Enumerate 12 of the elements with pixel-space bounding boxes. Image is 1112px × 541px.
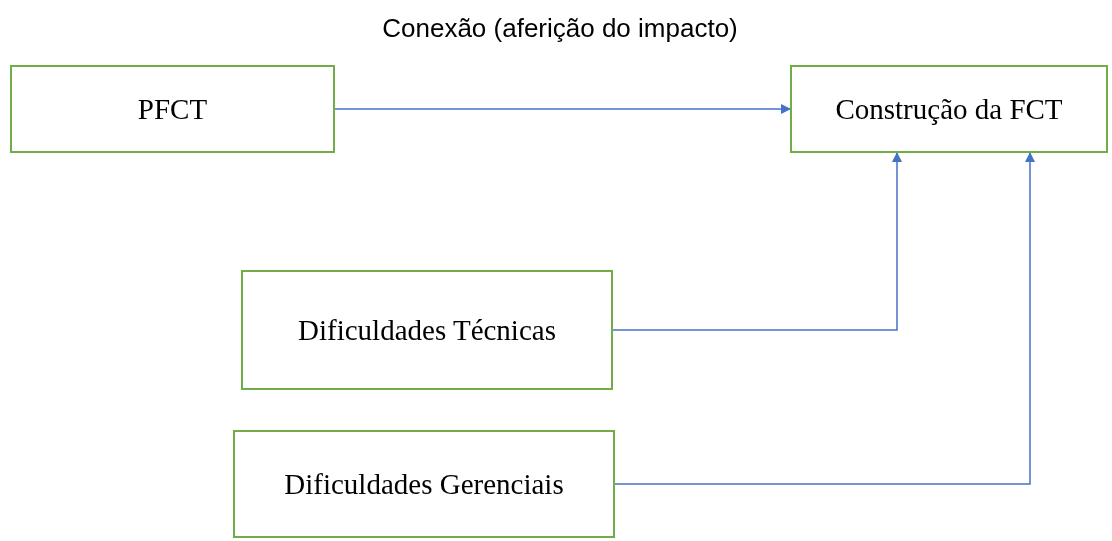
process-box [10, 65, 335, 153]
diagram-title: Conexão (aferição do impacto) [381, 12, 739, 45]
process-box [790, 65, 1108, 153]
arrow [612, 152, 902, 331]
box-label: Dificuldades Técnicas [298, 312, 556, 348]
box-label: Construção da FCT [835, 91, 1063, 127]
arrow [334, 104, 791, 114]
box-label: Dificuldades Gerenciais [284, 466, 564, 502]
box-label: PFCT [137, 91, 208, 127]
arrow [614, 152, 1035, 485]
process-box [233, 430, 615, 538]
process-box [241, 270, 613, 390]
